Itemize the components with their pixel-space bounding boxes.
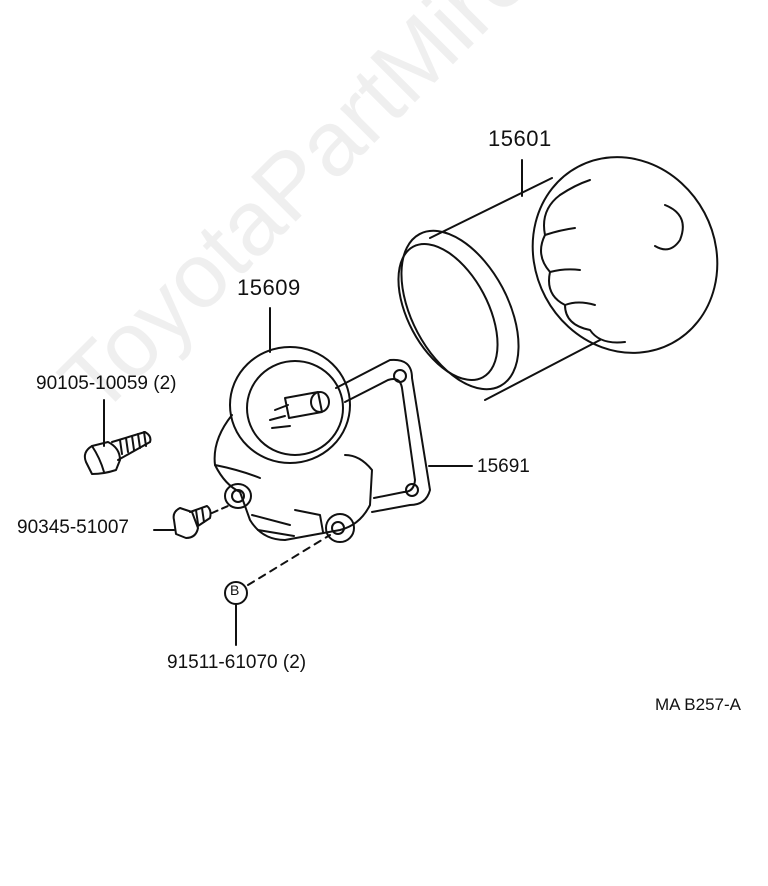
diagram-code: MA B257-A [655, 695, 741, 714]
label-bolt: 90105-10059 (2) [36, 373, 177, 394]
label-fastener: 91511-61070 (2) [167, 652, 307, 673]
bolt-drawing [83, 399, 152, 475]
label-oil-filter: 15601 [488, 126, 552, 151]
label-bracket: 15609 [237, 275, 301, 300]
callout-b-drawing [224, 534, 331, 646]
callout-letter: B [230, 582, 240, 598]
bracket-drawing [213, 307, 373, 543]
plug-drawing [153, 505, 229, 539]
gasket-drawing [335, 358, 473, 513]
label-gasket: 15691 [477, 456, 530, 477]
oil-filter-drawing [397, 156, 719, 401]
label-plug: 90345-51007 [17, 517, 129, 538]
